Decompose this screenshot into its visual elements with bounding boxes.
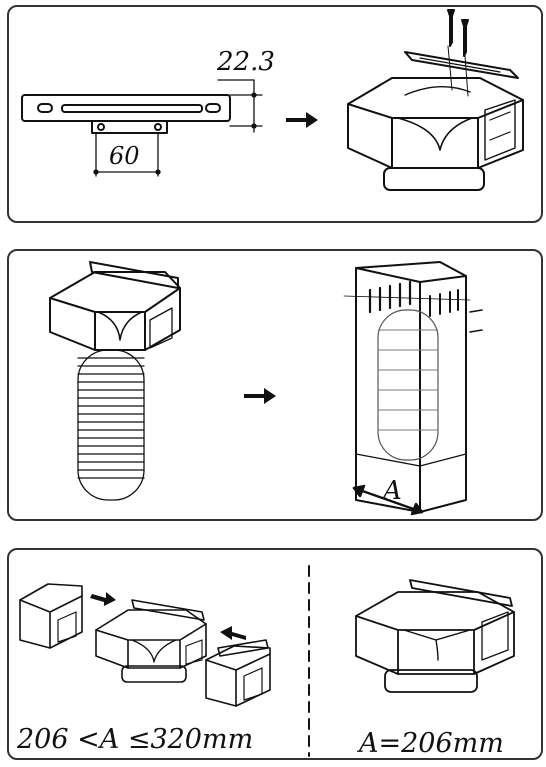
arrow-right-icon <box>244 388 276 404</box>
panel-bracket-mounting <box>7 5 543 223</box>
panel-duct-cover <box>7 249 543 521</box>
flexible-hose-icon <box>77 349 145 501</box>
height-dimension-label: 22.3 <box>217 47 275 77</box>
cover-icon <box>343 261 483 513</box>
dimension-22-lines <box>217 79 263 133</box>
arrow-right-icon <box>286 112 318 128</box>
adapter-center-icon <box>95 599 207 683</box>
width-arrow <box>352 484 424 516</box>
adapter-fixed-icon <box>355 579 515 693</box>
adapter-parts-right-icon <box>205 639 271 707</box>
adapter-icon <box>347 51 524 191</box>
adapter-with-hose-icon <box>49 261 181 351</box>
arrow-left-icon <box>220 626 246 640</box>
cover-width-label: A <box>383 476 402 506</box>
screw-icon <box>447 9 469 97</box>
bracket-icon <box>21 94 231 134</box>
fixed-width-label: A=206mm <box>359 728 504 759</box>
adjustable-range-label: 206 <A ≤320mm <box>17 724 254 755</box>
width-dimension-label: 60 <box>109 142 140 170</box>
adapter-parts-left-icon <box>19 583 83 649</box>
arrow-right-icon <box>90 592 116 606</box>
dimension-60-lines <box>93 132 161 177</box>
